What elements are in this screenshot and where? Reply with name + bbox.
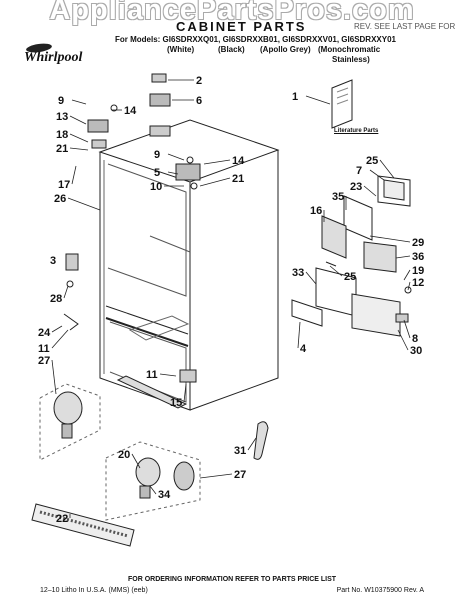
part-callout-29: 29 — [412, 237, 424, 249]
leader-line — [305, 95, 331, 105]
part-callout-5: 5 — [154, 167, 160, 179]
part-callout-2: 2 — [196, 75, 202, 87]
brand-logo: Whirlpool — [24, 50, 83, 65]
part-callout-21: 21 — [232, 173, 244, 185]
leader-line — [183, 383, 187, 403]
leader-line — [379, 159, 395, 179]
leader-line — [167, 171, 179, 175]
variant-black: (Black) — [218, 45, 245, 54]
leader-line — [395, 255, 411, 259]
leader-line — [131, 453, 141, 469]
leader-line — [51, 325, 63, 333]
leader-line — [403, 319, 411, 339]
literature-label: Literature Parts — [334, 128, 379, 134]
cabinet-drawing — [98, 119, 280, 411]
variant-apollo-grey: (Apollo Grey) — [260, 45, 311, 54]
leader-line — [363, 185, 377, 197]
part-callout-30: 30 — [410, 345, 422, 357]
revision-note: REV. SEE LAST PAGE FOR — [354, 22, 456, 31]
part-callout-31: 31 — [234, 445, 246, 457]
leader-line — [159, 373, 177, 377]
leader-line — [71, 165, 77, 185]
part-callout-8: 8 — [412, 333, 418, 345]
part-callout-36: 36 — [412, 251, 424, 263]
part-callout-14: 14 — [124, 105, 137, 117]
litho-note: 12–10 Litho In U.S.A. (MMS) (eeb) — [40, 587, 148, 594]
part-callout-25: 25 — [344, 271, 356, 283]
leader-line — [199, 177, 231, 187]
leader-line — [407, 281, 411, 291]
leader-line — [305, 271, 317, 285]
part-callout-21: 21 — [56, 143, 68, 155]
part-callout-11: 11 — [146, 369, 158, 381]
part-callout-27: 27 — [234, 469, 246, 481]
part-callout-24: 24 — [38, 327, 51, 339]
variant-monochromatic: (Monochromatic — [318, 45, 381, 54]
part-callout-9: 9 — [154, 149, 160, 161]
leader-line — [149, 485, 157, 495]
variant-stainless: Stainless) — [332, 55, 370, 64]
part-callout-18: 18 — [56, 129, 68, 141]
part-callout-35: 35 — [332, 191, 344, 203]
part-callout-11: 11 — [38, 343, 50, 355]
part-callout-28: 28 — [50, 293, 62, 305]
part-callout-15: 15 — [170, 397, 182, 409]
part-callout-26: 26 — [54, 193, 66, 205]
leader-line — [51, 329, 69, 349]
leader-line — [69, 133, 89, 143]
part-callout-4: 4 — [300, 343, 307, 355]
literature-drawing — [331, 79, 353, 129]
part-callout-19: 19 — [412, 265, 424, 277]
leader-line — [167, 153, 185, 161]
leader-line — [369, 235, 411, 243]
leader-line — [369, 169, 385, 181]
leader-line — [247, 437, 257, 451]
part-callout-12: 12 — [412, 277, 424, 289]
part-callout-13: 13 — [56, 111, 68, 123]
part-callout-3: 3 — [50, 255, 56, 267]
part-callout-9: 9 — [58, 95, 64, 107]
part-callout-14: 14 — [232, 155, 245, 167]
part-callout-25: 25 — [366, 155, 378, 167]
leader-line — [71, 99, 87, 105]
leader-line — [403, 269, 411, 281]
leader-line — [63, 285, 69, 299]
part-callout-20: 20 — [118, 449, 130, 461]
leader-line — [51, 359, 57, 395]
leader-line — [69, 115, 87, 125]
ordering-info: FOR ORDERING INFORMATION REFER TO PARTS … — [127, 576, 337, 583]
watermark: AppliancePartsPros.com — [49, 0, 415, 26]
part-number: Part No. W10375900 Rev. A — [336, 587, 424, 594]
leader-line — [397, 329, 409, 351]
leader-line — [203, 159, 231, 165]
part-callout-22: 22 — [56, 513, 68, 525]
part-callout-27: 27 — [38, 355, 50, 367]
part-callout-34: 34 — [158, 489, 171, 501]
leader-line — [67, 197, 101, 211]
part-callout-1: 1 — [292, 91, 298, 103]
leader-line — [297, 321, 301, 349]
part-callout-16: 16 — [310, 205, 322, 217]
hinge-cap-drawing — [151, 73, 167, 83]
part-callout-6: 6 — [196, 95, 202, 107]
part-callout-17: 17 — [58, 179, 70, 191]
part-callout-10: 10 — [150, 181, 162, 193]
leader-line — [199, 473, 233, 479]
part-callout-23: 23 — [350, 181, 362, 193]
models-line: For Models: GI6SDRXXQ01, GI6SDRXXB01, GI… — [115, 35, 396, 44]
part-callout-33: 33 — [292, 267, 304, 279]
leader-line — [329, 265, 343, 277]
leader-line — [69, 147, 89, 151]
part-callout-7: 7 — [356, 165, 362, 177]
variant-white: (White) — [167, 45, 195, 54]
page-title: CABINET PARTS — [176, 19, 307, 34]
